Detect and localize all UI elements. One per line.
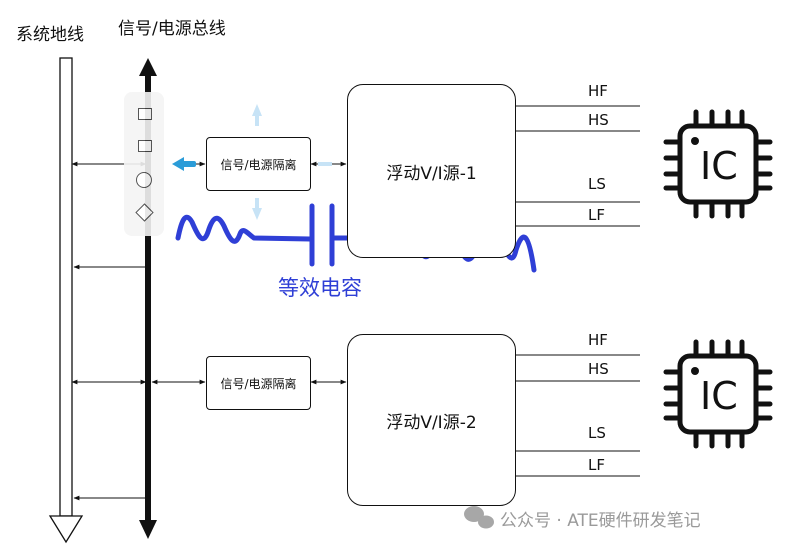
signal-bus-label: 信号/电源总线 <box>118 19 226 39</box>
watermark-text: 公众号 · ATE硬件研发笔记 <box>500 511 701 531</box>
isolator-box-1: 信号/电源隔离 <box>206 137 311 191</box>
wire-label-hs: HS <box>588 360 609 378</box>
floating-source-1: 浮动V/I源-1 <box>347 84 516 258</box>
source-label: 浮动V/I源-1 <box>386 163 477 184</box>
ic-chip-1 <box>663 109 773 219</box>
circle-icon[interactable] <box>136 172 152 188</box>
isolator-label: 信号/电源隔离 <box>220 157 297 172</box>
ic-label: IC <box>700 374 738 418</box>
wire-label-ls: LS <box>588 424 606 442</box>
wire-label-lf: LF <box>588 206 605 224</box>
ground-bus-label: 系统地线 <box>16 25 84 45</box>
capacitance-label: 等效电容 <box>278 276 362 300</box>
ic-label: IC <box>700 144 738 188</box>
floating-toolbar <box>124 92 164 236</box>
wire-label-hs: HS <box>588 111 609 129</box>
wire-label-hf: HF <box>588 82 608 100</box>
square-icon[interactable] <box>138 140 152 152</box>
output-wires-1 <box>515 105 640 227</box>
floating-source-2: 浮动V/I源-2 <box>347 334 516 506</box>
source-label: 浮动V/I源-2 <box>386 412 477 433</box>
wire-label-lf: LF <box>588 456 605 474</box>
ground-bus-arrow <box>48 57 84 544</box>
wire-label-ls: LS <box>588 175 606 193</box>
isolator-label: 信号/电源隔离 <box>220 376 297 391</box>
square-icon[interactable] <box>138 108 152 120</box>
isolator-box-2: 信号/电源隔离 <box>206 356 311 410</box>
selection-handles <box>252 104 332 220</box>
output-wires-2 <box>515 354 640 477</box>
wire-label-hf: HF <box>588 331 608 349</box>
ic-chip-2 <box>663 339 773 449</box>
diamond-icon[interactable] <box>135 203 154 222</box>
accent-arrow <box>172 157 196 171</box>
wechat-icon <box>464 506 494 529</box>
